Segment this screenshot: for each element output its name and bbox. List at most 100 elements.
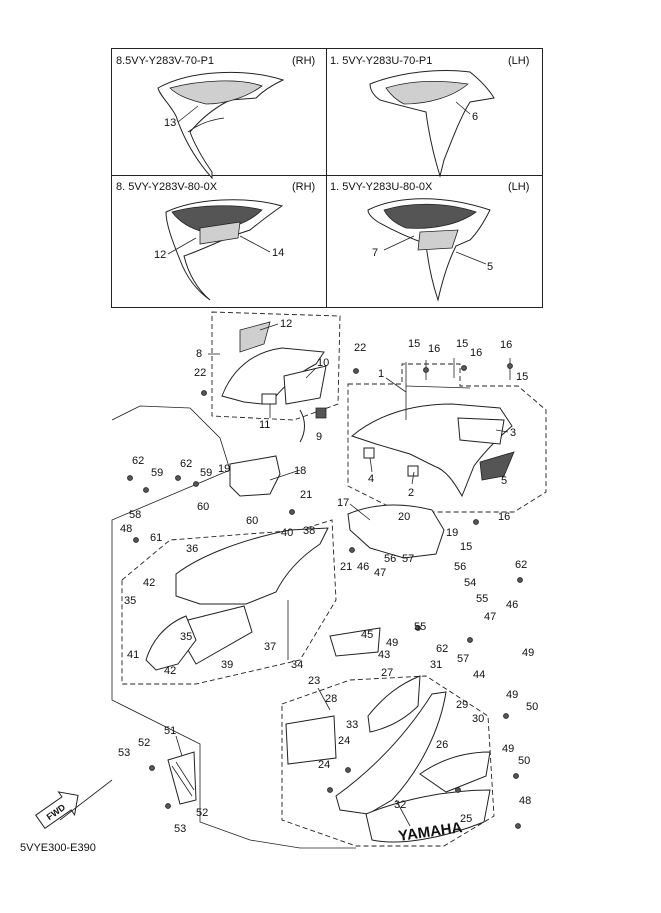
callout-46: 46 <box>506 599 518 611</box>
callout-54: 54 <box>464 577 476 589</box>
fwd-arrow-icon: FWD <box>35 791 79 830</box>
callout-24: 24 <box>318 759 330 771</box>
callout-3: 3 <box>510 427 516 439</box>
callout-34: 34 <box>291 659 303 671</box>
callout-31: 31 <box>430 659 442 671</box>
callout-15: 15 <box>516 371 528 383</box>
callout-13: 13 <box>164 117 176 129</box>
callout-53: 53 <box>118 747 130 759</box>
callout-57: 57 <box>457 653 469 665</box>
callout-60: 60 <box>246 515 258 527</box>
callout-51: 51 <box>164 725 176 737</box>
callout-15: 15 <box>460 541 472 553</box>
callout-4: 4 <box>368 473 374 485</box>
callout-37: 37 <box>264 641 276 653</box>
callout-52: 52 <box>138 737 150 749</box>
callout-16: 16 <box>470 347 482 359</box>
callout-2: 2 <box>408 487 414 499</box>
callout-55: 55 <box>476 593 488 605</box>
callout-25: 25 <box>460 813 472 825</box>
callout-22: 22 <box>194 367 206 379</box>
variant-side: (LH) <box>508 181 530 193</box>
callout-33: 33 <box>346 719 358 731</box>
callout-49: 49 <box>502 743 514 755</box>
callout-55: 55 <box>414 621 426 633</box>
callout-12: 12 <box>280 318 292 330</box>
rh-fairing-70: 13 <box>157 71 285 180</box>
callout-30: 30 <box>472 713 484 725</box>
callout-59: 59 <box>200 467 212 479</box>
callout-28: 28 <box>325 693 337 705</box>
rh-fairing-80: 12 14 <box>154 199 284 301</box>
callout-labels: 1 2 3 4 5 8 9 10 11 12 15 15 15 15 16 16… <box>118 318 538 835</box>
callout-47: 47 <box>484 611 496 623</box>
callout-46: 46 <box>357 561 369 573</box>
lh-fairing-80: 7 5 <box>367 198 493 302</box>
callout-42: 42 <box>143 577 155 589</box>
callout-27: 27 <box>381 667 393 679</box>
callout-6: 6 <box>472 111 478 123</box>
callout-56: 56 <box>454 561 466 573</box>
callout-19: 19 <box>218 463 230 475</box>
fasteners <box>127 363 523 829</box>
callout-24: 24 <box>338 735 350 747</box>
callout-21: 21 <box>340 561 352 573</box>
diagram-code: 5VYE300-E390 <box>20 842 96 854</box>
variant-side: (LH) <box>508 55 530 67</box>
front-cowl-assembly <box>221 321 327 443</box>
callout-5: 5 <box>487 261 493 273</box>
variant-code: 8.5VY-Y283V-70-P1 <box>116 55 215 67</box>
callout-56: 56 <box>384 553 396 565</box>
callout-59: 59 <box>151 467 163 479</box>
callout-60: 60 <box>197 501 209 513</box>
side-panel-rh-assembly: YAMAHA <box>285 675 491 845</box>
callout-35: 35 <box>180 631 192 643</box>
callout-22: 22 <box>354 342 366 354</box>
callout-62: 62 <box>180 458 192 470</box>
callout-48: 48 <box>519 795 531 807</box>
group-8-outline <box>211 311 341 421</box>
callout-16: 16 <box>428 343 440 355</box>
callout-52: 52 <box>196 807 208 819</box>
table-divider-vertical <box>326 49 327 307</box>
callout-62: 62 <box>436 643 448 655</box>
callout-1: 1 <box>378 368 384 380</box>
callout-53: 53 <box>174 823 186 835</box>
variant-code: 1. 5VY-Y283U-80-0X <box>330 181 433 193</box>
callout-11: 11 <box>259 419 270 431</box>
side-cowl-lh-assembly <box>350 358 515 498</box>
callout-41: 41 <box>127 649 139 661</box>
callout-61: 61 <box>150 532 162 544</box>
group-23-outline <box>281 675 495 847</box>
callout-35: 35 <box>124 595 136 607</box>
callout-50: 50 <box>518 755 530 767</box>
callout-18: 18 <box>294 465 306 477</box>
callout-7: 7 <box>372 247 378 259</box>
callout-16: 16 <box>498 511 510 523</box>
callout-39: 39 <box>221 659 233 671</box>
callout-49: 49 <box>506 689 518 701</box>
callout-21: 21 <box>300 489 312 501</box>
callout-9: 9 <box>316 431 322 443</box>
callout-15: 15 <box>408 338 420 350</box>
callout-42: 42 <box>164 665 176 677</box>
leader-lines <box>59 323 509 827</box>
callout-17: 17 <box>337 497 349 509</box>
callout-26: 26 <box>436 739 448 751</box>
callout-57: 57 <box>402 553 414 565</box>
callout-43: 43 <box>378 649 390 661</box>
callout-29: 29 <box>456 699 468 711</box>
callout-12: 12 <box>154 249 166 261</box>
lh-fairing-70: 6 <box>369 70 495 178</box>
callout-19: 19 <box>446 527 458 539</box>
variant-code: 1. 5VY-Y283U-70-P1 <box>330 55 433 67</box>
callout-47: 47 <box>374 567 386 579</box>
callout-45: 45 <box>361 629 373 641</box>
callout-32: 32 <box>394 799 406 811</box>
callout-36: 36 <box>186 543 198 555</box>
callout-49: 49 <box>522 647 534 659</box>
main-outline <box>111 405 356 849</box>
callout-23: 23 <box>308 675 320 687</box>
group-34-outline <box>121 519 337 685</box>
